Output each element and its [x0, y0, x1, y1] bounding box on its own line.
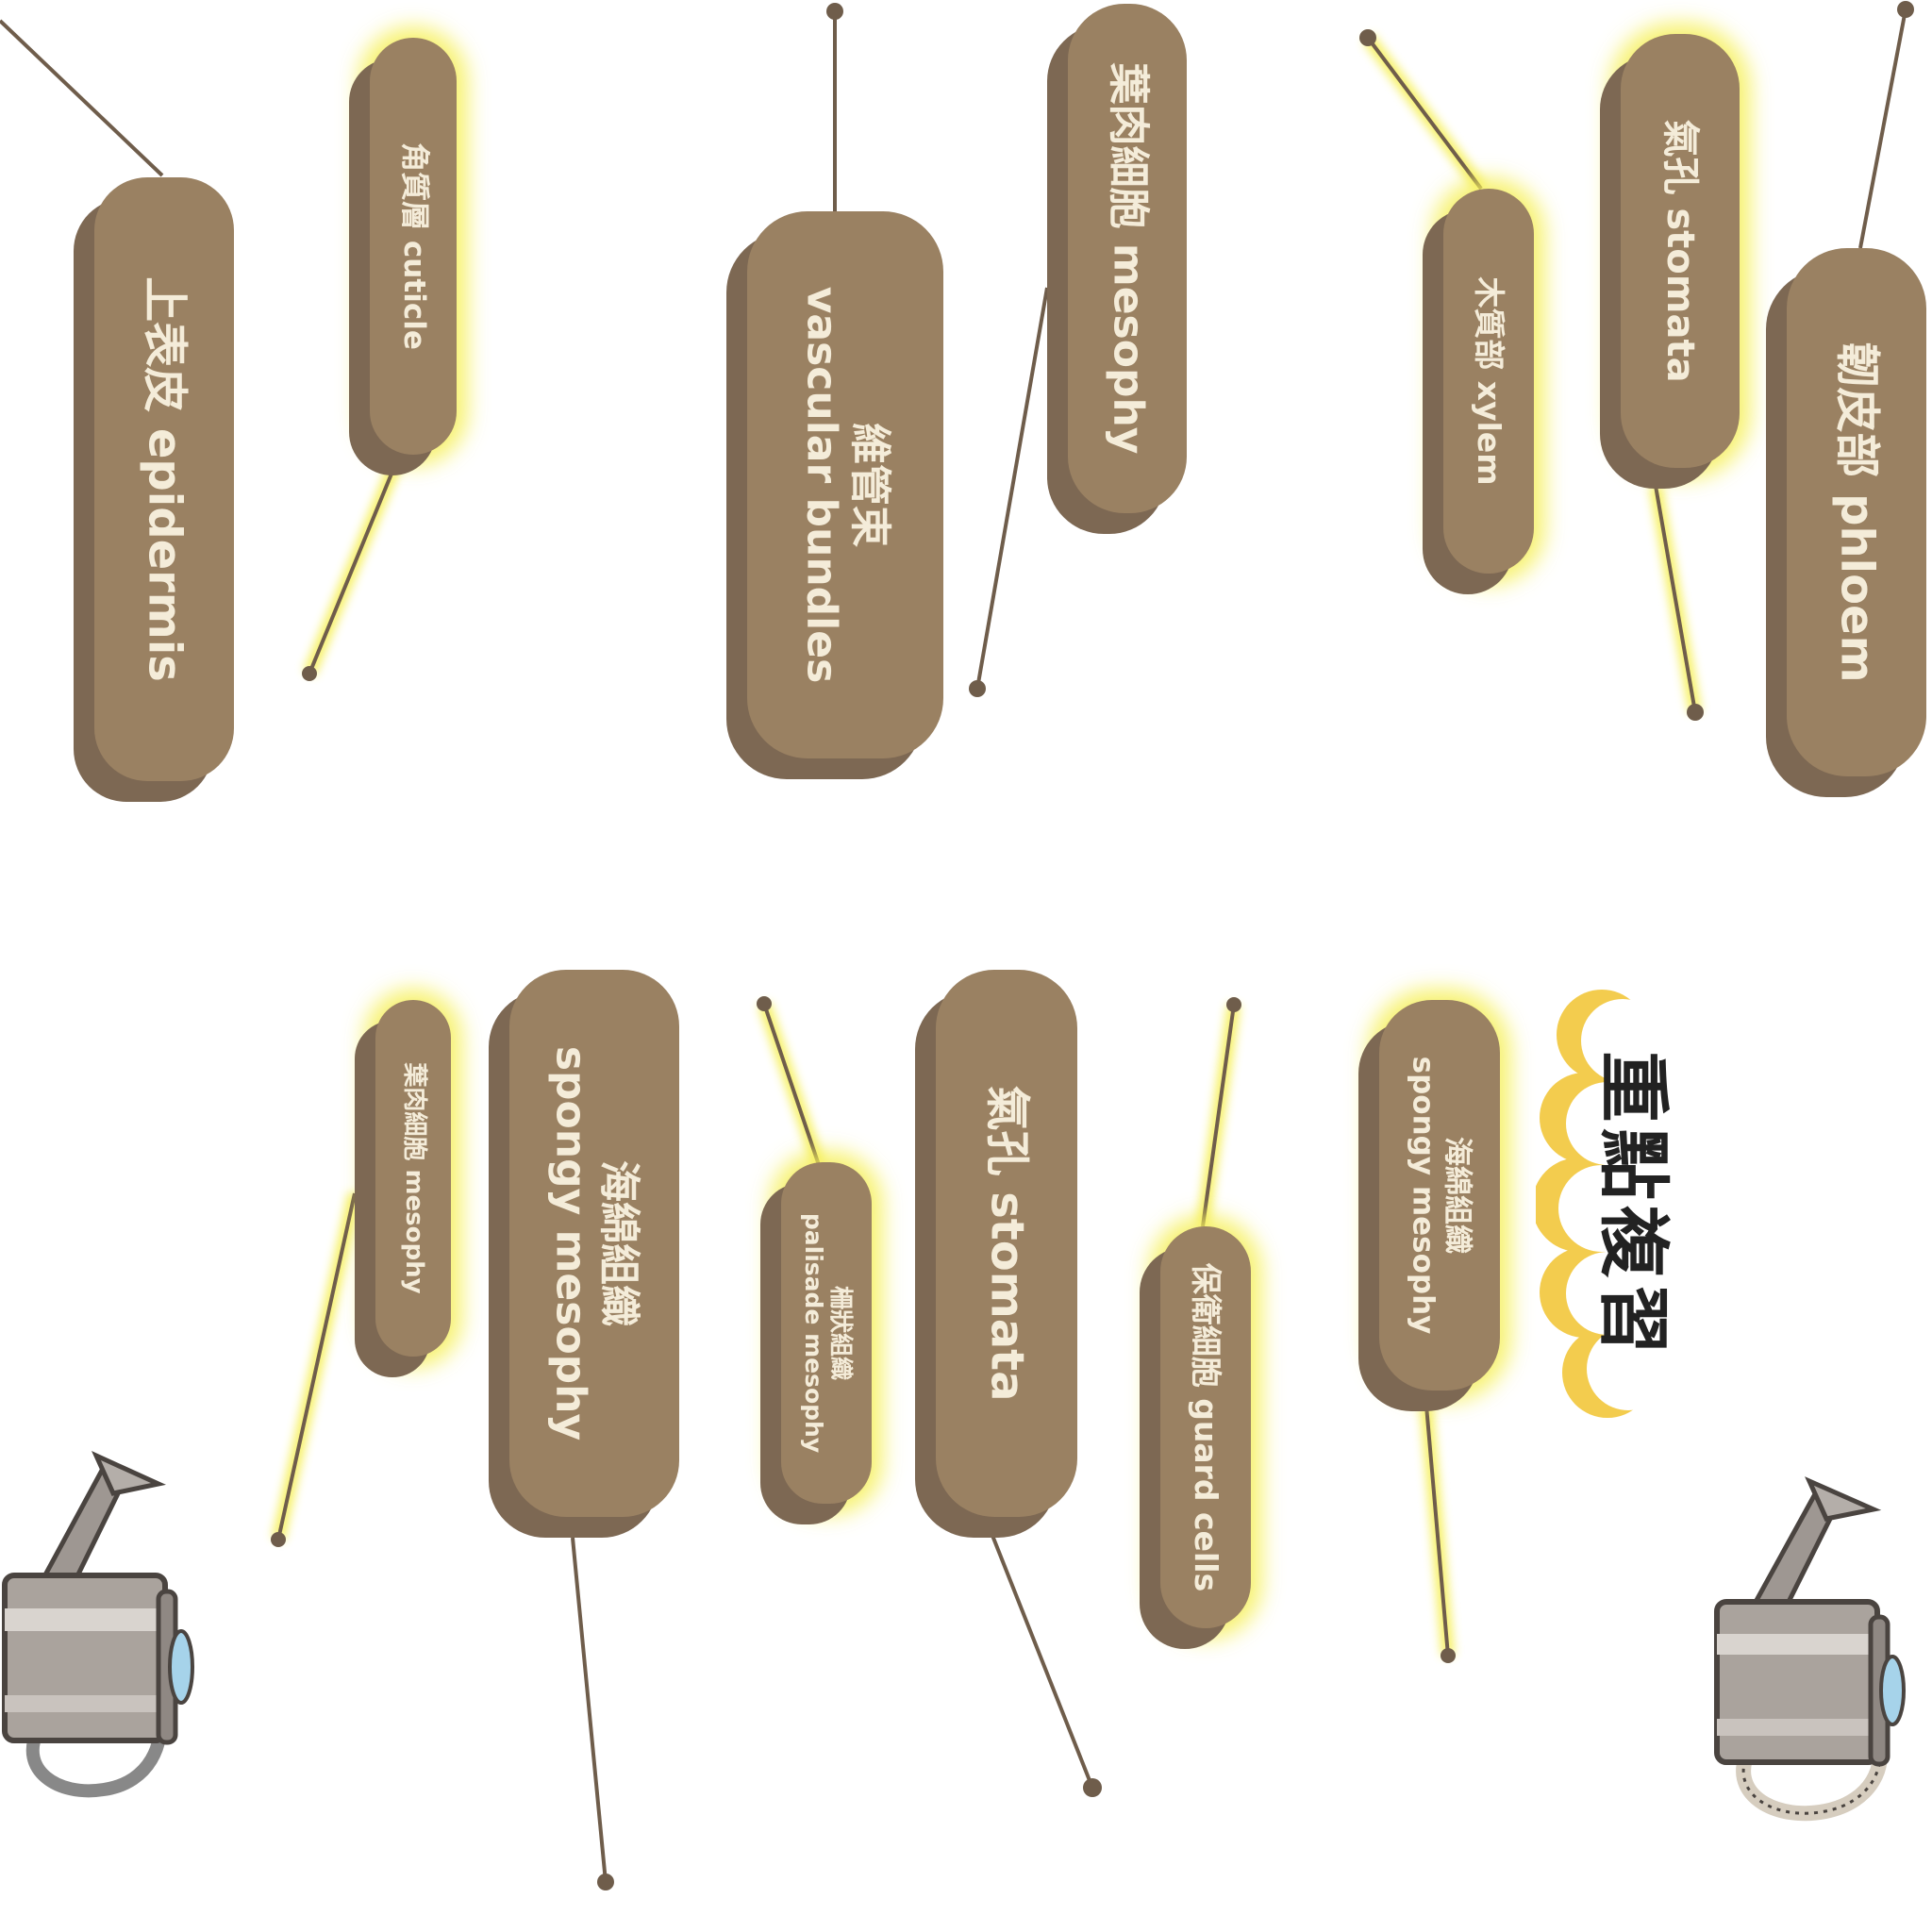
- palisade-zh-label: 柵狀組織: [826, 1285, 855, 1381]
- xylem-tag: 木質部 xylem: [1443, 189, 1534, 574]
- mesophyll-leader: [975, 287, 1049, 690]
- watering-can-icon: [2, 1450, 194, 1798]
- phloem-tag: 韌皮部 phloem: [1787, 248, 1926, 776]
- vascular-zh-label: 維管束: [845, 422, 894, 547]
- epidermis-tag: 上表皮 epidermis: [94, 177, 234, 781]
- spongy-zh-label: 海綿組織: [594, 1160, 643, 1326]
- spongy-mesophyll-2-tag: 海綿組織 spongy mesophy: [1379, 1000, 1500, 1391]
- palisade-en-label: palisade mesophy: [800, 1212, 827, 1454]
- vascular-bundles-tag: 維管束 vascular bundles: [747, 211, 943, 758]
- mesophyll-top-tag: 葉肉細胞 mesophy: [1068, 4, 1187, 513]
- mesophyll-top-label: 葉肉細胞 mesophy: [1104, 62, 1153, 455]
- xylem-label: 木質部 xylem: [1470, 276, 1507, 486]
- stomata-bottom-tag: 氣孔 stomata: [936, 970, 1077, 1517]
- spongy-mesophyll-tag: 海綿組織 spongy mesophy: [509, 970, 679, 1517]
- palisade-mesophyll-tag: 柵狀組織 palisade mesophy: [781, 1162, 872, 1504]
- spongy-leader: [571, 1537, 608, 1883]
- stomata-bottom-label: 氣孔 stomata: [980, 1085, 1034, 1402]
- epidermis-label: 上表皮 epidermis: [138, 276, 192, 682]
- guard-cells-leader: [1201, 1004, 1236, 1227]
- epidermis-leader: [0, 19, 164, 177]
- cuticle-leader: [308, 461, 398, 675]
- mesophyll-small-label: 葉肉細胞 mesophy: [399, 1062, 428, 1294]
- stomata-top-tag: 氣孔 stomata: [1621, 34, 1740, 468]
- phloem-leader: [1858, 8, 1907, 249]
- stomata-top-label: 氣孔 stomata: [1658, 119, 1702, 383]
- spongy2-leader: [1424, 1405, 1450, 1657]
- cuticle-tag: 角質層 cuticle: [370, 38, 457, 455]
- phloem-label: 韌皮部 phloem: [1830, 341, 1884, 683]
- watering-can-icon: [1714, 1476, 1906, 1822]
- palisade-leader: [762, 1003, 821, 1166]
- review-label: 重點複習: [1591, 1050, 1675, 1360]
- stomata-leader: [1654, 485, 1697, 713]
- spongy-en-label: spongy mesophy: [547, 1045, 595, 1441]
- xylem-leader: [1366, 36, 1483, 191]
- cuticle-label: 角質層 cuticle: [396, 142, 431, 350]
- guard-cells-tag: 保衛細胞 guard cells: [1160, 1226, 1251, 1628]
- mesophyll-small-tag: 葉肉細胞 mesophy: [375, 1000, 451, 1357]
- spongy2-en-label: spongy mesophy: [1407, 1056, 1441, 1335]
- stomata-bottom-leader: [984, 1518, 1094, 1789]
- review-badge[interactable]: 重點複習: [1532, 986, 1743, 1424]
- guard-cells-label: 保衛細胞 guard cells: [1187, 1262, 1224, 1592]
- cloud-shape: [1532, 990, 1741, 1418]
- mesophyll-small-leader: [276, 1192, 357, 1541]
- spongy2-zh-label: 海綿組織: [1440, 1137, 1474, 1254]
- vascular-en-label: vascular bundles: [798, 286, 846, 684]
